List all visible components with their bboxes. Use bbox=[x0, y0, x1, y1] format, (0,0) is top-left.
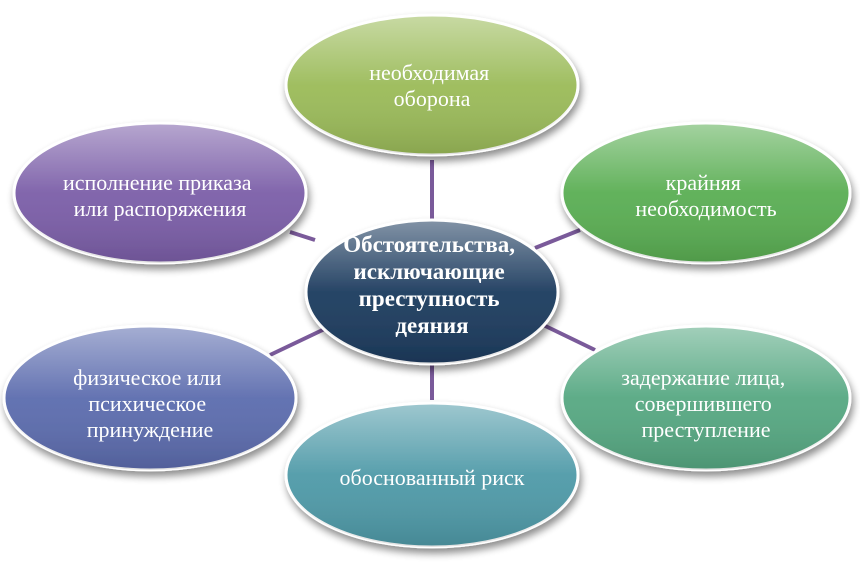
svg-text:крайняя необходимость: крайняя необходимость bbox=[635, 170, 776, 221]
center-label-line: деяния bbox=[395, 313, 468, 338]
node-label-line: или распоряжения bbox=[74, 196, 247, 221]
svg-text:задержание лица, соверши: задержание лица, совершившего преступлен… bbox=[621, 365, 790, 442]
node-label-line: необходимость bbox=[635, 196, 776, 221]
node-label-line: исполнение приказа bbox=[63, 170, 252, 195]
connector-coercion bbox=[269, 323, 334, 357]
node-label-line: задержание лица, bbox=[621, 365, 785, 390]
node-label-line: преступление bbox=[641, 417, 770, 442]
node-necessary-defense: необходимая оборона bbox=[284, 13, 580, 157]
node-label-line: крайняя bbox=[666, 170, 741, 195]
svg-text:необходимая оборона: необходимая оборона bbox=[369, 60, 495, 111]
node-detention: задержание лица, совершившего преступлен… bbox=[560, 324, 852, 472]
svg-text:физическое или психическ: физическое или психическое принуждение bbox=[73, 365, 227, 442]
node-extreme-necessity: крайняя необходимость bbox=[560, 121, 852, 265]
svg-text:обоснованный риск: обоснованный риск bbox=[340, 465, 525, 490]
node-label-line: принуждение bbox=[87, 417, 214, 442]
center-label-line: Обстоятельства, bbox=[343, 232, 515, 257]
center-label-line: преступность bbox=[359, 286, 500, 311]
node-label-line: необходимая bbox=[369, 60, 489, 85]
connector-extreme-necessity bbox=[534, 228, 581, 250]
node-justified-risk: обоснованный риск bbox=[284, 401, 580, 549]
node-label-line: психическое bbox=[88, 391, 206, 416]
node-label-line: физическое или bbox=[73, 365, 221, 390]
svg-text:исполнение приказа или р: исполнение приказа или распоряжения bbox=[63, 170, 257, 221]
node-label-line: оборона bbox=[394, 86, 471, 111]
connector-order-execution bbox=[289, 230, 316, 242]
node-order-execution: исполнение приказа или распоряжения bbox=[12, 121, 308, 265]
node-label-line: обоснованный риск bbox=[340, 465, 525, 490]
node-coercion: физическое или психическое принуждение bbox=[2, 324, 298, 472]
svg-text:Обстоятельства, исключаю: Обстоятельства, исключающие преступность… bbox=[343, 232, 521, 338]
center-node: Обстоятельства, исключающие преступность… bbox=[304, 218, 560, 366]
center-label-line: исключающие bbox=[354, 259, 505, 284]
node-label-line: совершившего bbox=[635, 391, 772, 416]
